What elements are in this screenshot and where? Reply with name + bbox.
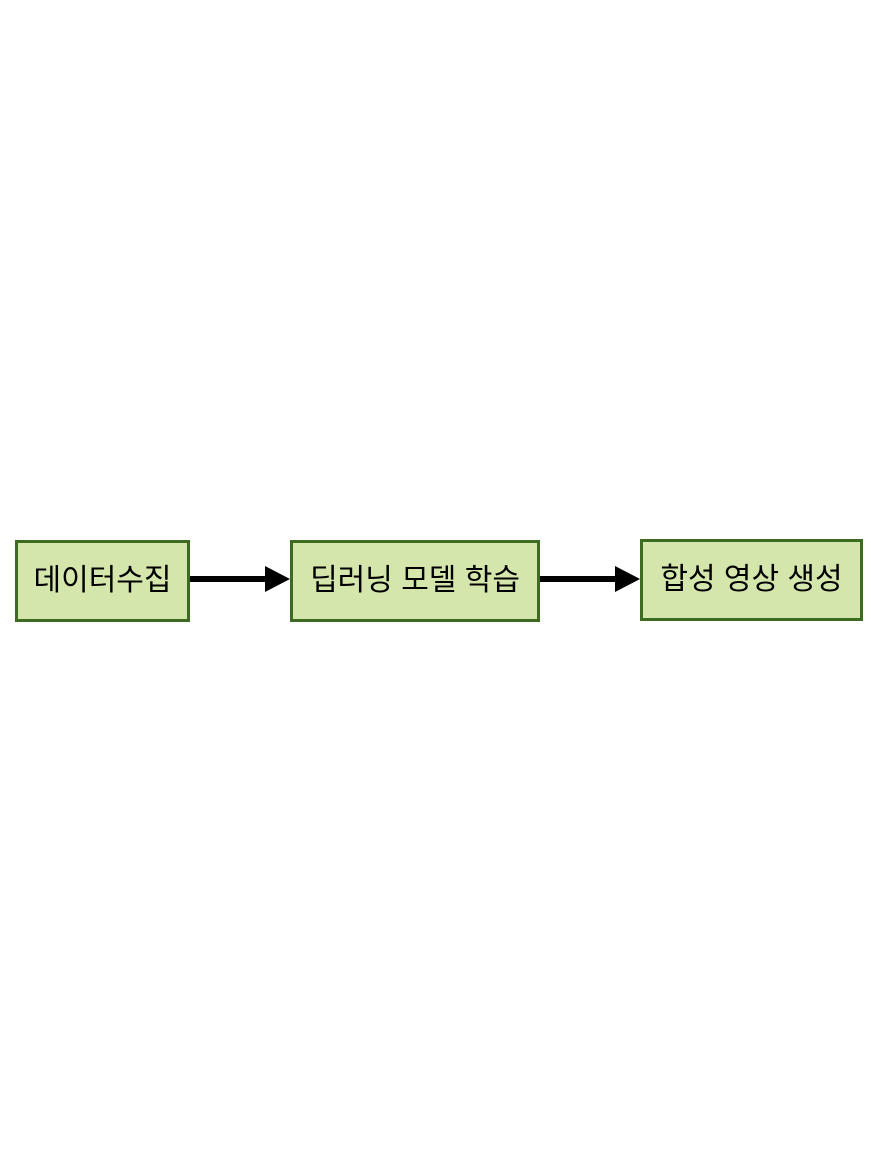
arrow-head-right-icon xyxy=(615,566,640,592)
flow-node-label: 데이터수집 xyxy=(33,564,172,597)
flow-arrow-2 xyxy=(540,566,640,592)
arrow-head-right-icon xyxy=(265,566,290,592)
flow-node-data-collection[interactable]: 데이터수집 xyxy=(15,540,190,622)
flow-arrow-1 xyxy=(190,566,290,592)
flow-node-synthetic-video-generation[interactable]: 합성 영상 생성 xyxy=(640,539,863,621)
arrow-shaft xyxy=(540,576,617,582)
flow-node-model-training[interactable]: 딥러닝 모델 학습 xyxy=(290,540,540,622)
flow-node-label: 합성 영상 생성 xyxy=(660,563,843,596)
arrow-shaft xyxy=(190,576,267,582)
flow-node-label: 딥러닝 모델 학습 xyxy=(310,564,520,597)
